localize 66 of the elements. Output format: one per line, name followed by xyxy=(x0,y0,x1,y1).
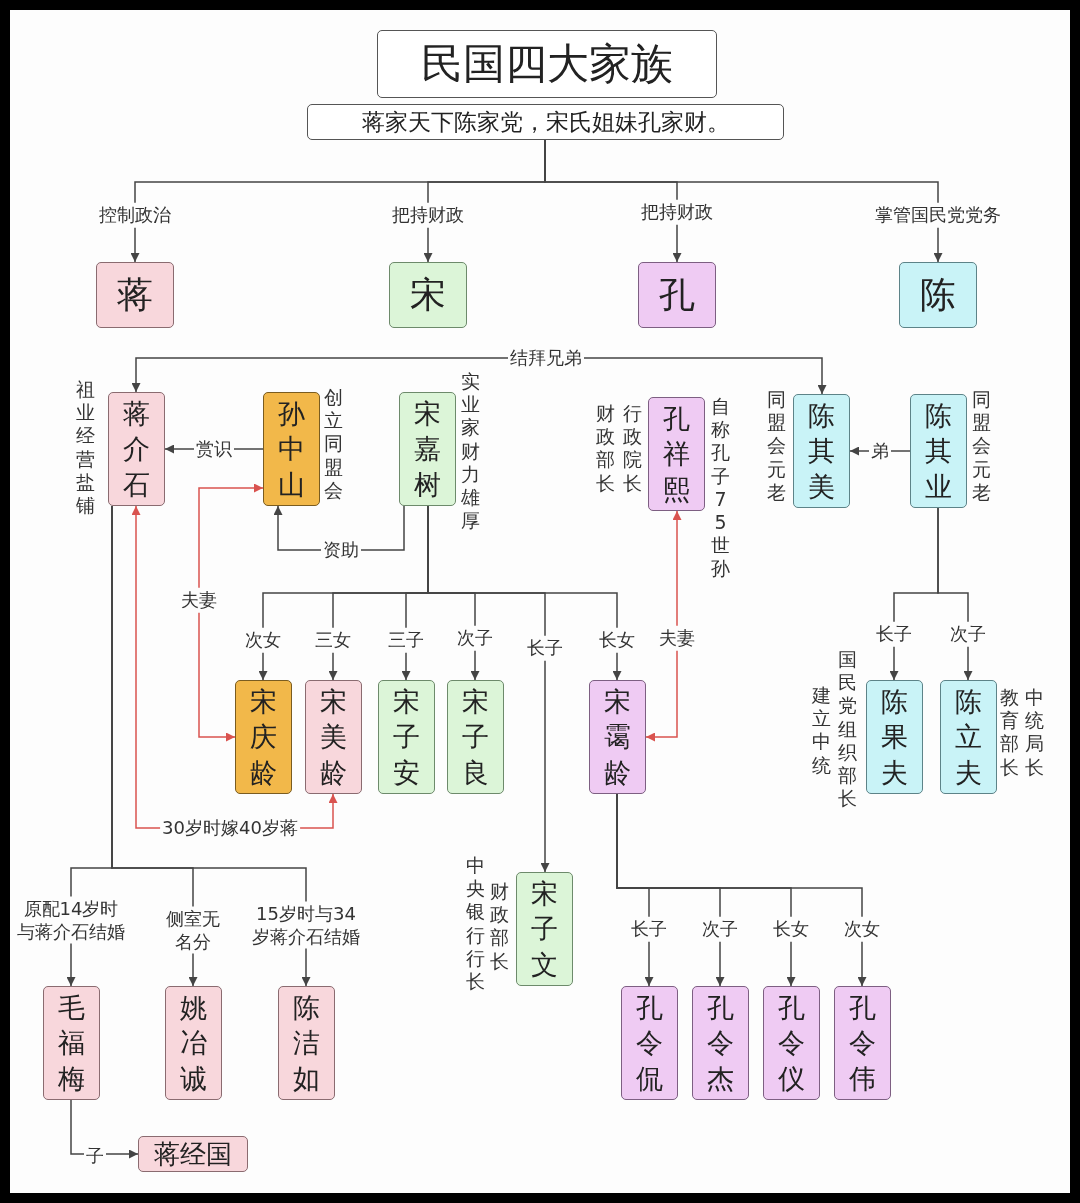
edge-label: 把持财政 xyxy=(639,199,715,225)
name-box: 宋子文 xyxy=(516,872,573,986)
edge-label: 夫妻 xyxy=(657,625,697,651)
note-text: 创立同盟会 xyxy=(324,386,343,502)
name-box: 宋子安 xyxy=(378,680,435,794)
edge-label: 次子 xyxy=(700,916,740,942)
family-box: 陈 xyxy=(899,262,977,328)
name-box: 陈立夫 xyxy=(940,680,997,794)
family-box: 蒋 xyxy=(96,262,174,328)
name-box: 陈洁如 xyxy=(278,986,335,1100)
title-box: 民国四大家族 xyxy=(377,30,717,98)
name-box: 毛福梅 xyxy=(43,986,100,1100)
edge-label: 把持财政 xyxy=(390,202,466,228)
note-text: 行政院长 xyxy=(623,402,642,495)
name-box: 孔令仪 xyxy=(763,986,820,1100)
name-box: 宋嘉树 xyxy=(399,392,456,506)
family-box: 宋 xyxy=(389,262,467,328)
name-box: 孙中山 xyxy=(263,392,320,506)
name-box: 孔令伟 xyxy=(834,986,891,1100)
name-box: 蒋介石 xyxy=(108,392,165,506)
name-box: 陈果夫 xyxy=(866,680,923,794)
edge-label: 控制政治 xyxy=(97,202,173,228)
note-text: 自称孔子75世孙 xyxy=(711,395,730,581)
edge-label: 掌管国民党党务 xyxy=(873,202,1003,228)
edge-label: 次女 xyxy=(243,627,283,653)
edge-label: 长女 xyxy=(771,916,811,942)
note-text: 财政部长 xyxy=(490,880,509,973)
name-box: 陈其美 xyxy=(793,394,850,508)
edge-label: 长子 xyxy=(629,916,669,942)
name-box: 宋霭龄 xyxy=(589,680,646,794)
family-box: 孔 xyxy=(638,262,716,328)
connector-arrow xyxy=(131,357,827,395)
note-text: 同盟会元老 xyxy=(972,388,991,504)
edge-label: 夫妻 xyxy=(179,587,219,613)
note-text: 祖业经营盐铺 xyxy=(76,378,95,518)
note-text: 国民党组织部长 xyxy=(838,648,857,811)
name-box: 孔令侃 xyxy=(621,986,678,1100)
note-text: 同盟会元老 xyxy=(767,388,786,504)
note-text: 财政部长 xyxy=(596,402,615,495)
note-text: 建立中统 xyxy=(812,684,831,777)
note-text: 中央银行行长 xyxy=(466,854,485,994)
edge-label: 次女 xyxy=(842,916,882,942)
name-box: 孔祥熙 xyxy=(648,397,705,511)
note-text: 实业家财力雄厚 xyxy=(461,370,480,533)
connector-arrow xyxy=(198,483,264,742)
name-box: 宋庆龄 xyxy=(235,680,292,794)
note-text: 教育部长 xyxy=(1000,686,1019,779)
edge-label: 三女 xyxy=(313,627,353,653)
edge-label: 三子 xyxy=(386,627,426,653)
note-text: 中统局长 xyxy=(1025,686,1044,779)
name-box: 蒋经国 xyxy=(138,1136,248,1172)
name-box: 陈其业 xyxy=(910,394,967,508)
edge-label: 次子 xyxy=(455,625,495,651)
connector-arrow xyxy=(645,510,682,742)
name-box: 宋美龄 xyxy=(305,680,362,794)
edge-label: 长子 xyxy=(525,635,565,661)
edge-label: 长子 xyxy=(874,621,914,647)
connector-arrow xyxy=(111,505,311,987)
name-box: 孔令杰 xyxy=(692,986,749,1100)
subtitle-box: 蒋家天下陈家党，宋氏姐妹孔家财。 xyxy=(307,104,784,140)
edge-label: 次子 xyxy=(948,621,988,647)
edge-label: 长女 xyxy=(597,627,637,653)
edge-label: 原配14岁时与蒋介石结婚 xyxy=(14,896,128,944)
edge-label: 侧室无名分 xyxy=(163,906,223,954)
name-box: 宋子良 xyxy=(447,680,504,794)
name-box: 姚冶诚 xyxy=(165,986,222,1100)
